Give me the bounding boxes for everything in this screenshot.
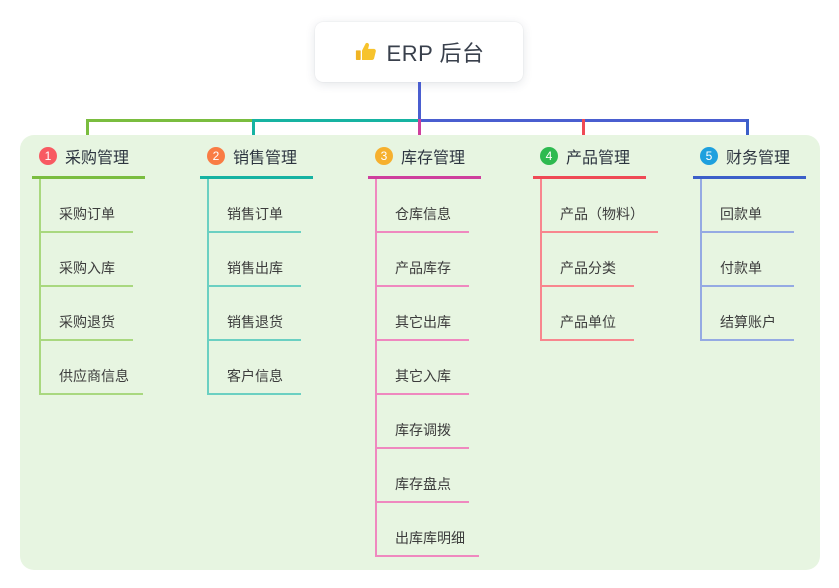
- connector-bus-teal: [253, 119, 421, 122]
- branch-header[interactable]: 1 采购管理: [32, 143, 145, 179]
- branch-header[interactable]: 2 销售管理: [200, 143, 313, 179]
- branch-5: 5 财务管理回款单付款单结算账户: [693, 143, 839, 341]
- connector-root-stem: [418, 82, 421, 120]
- branch-label: 财务管理: [726, 150, 791, 167]
- branch-child-item[interactable]: 销售退货: [209, 287, 301, 341]
- branch-child-item[interactable]: 销售出库: [209, 233, 301, 287]
- branch-label: 库存管理: [401, 150, 466, 167]
- connector-drop-sales: [252, 119, 255, 146]
- branch-header[interactable]: 3 库存管理: [368, 143, 481, 179]
- branch-children: 回款单付款单结算账户: [700, 179, 839, 341]
- branch-label: 产品管理: [566, 150, 631, 167]
- branch-child-item[interactable]: 付款单: [702, 233, 794, 287]
- branch-2: 2 销售管理销售订单销售出库销售退货客户信息: [200, 143, 360, 395]
- branch-children: 仓库信息产品库存其它出库其它入库库存调拨库存盘点出库库明细: [375, 179, 528, 557]
- branch-4: 4 产品管理产品（物料）产品分类产品单位: [533, 143, 693, 341]
- branch-number-badge: 4: [540, 147, 558, 165]
- branch-child-item[interactable]: 库存盘点: [377, 449, 469, 503]
- branch-header[interactable]: 5 财务管理: [693, 143, 806, 179]
- branch-child-item[interactable]: 采购退货: [41, 287, 133, 341]
- branch-number-badge: 3: [375, 147, 393, 165]
- branch-child-item[interactable]: 产品库存: [377, 233, 469, 287]
- connector-bus-green: [86, 119, 255, 122]
- branch-child-item[interactable]: 采购入库: [41, 233, 133, 287]
- connector-drop-product: [582, 119, 585, 146]
- branch-child-item[interactable]: 客户信息: [209, 341, 301, 395]
- branch-children: 采购订单采购入库采购退货供应商信息: [39, 179, 192, 395]
- branch-label: 采购管理: [65, 150, 130, 167]
- branch-3: 3 库存管理仓库信息产品库存其它出库其它入库库存调拨库存盘点出库库明细: [368, 143, 528, 557]
- branch-child-item[interactable]: 产品分类: [542, 233, 634, 287]
- branch-child-item[interactable]: 供应商信息: [41, 341, 143, 395]
- thumbs-up-icon: [354, 40, 378, 64]
- branch-label: 销售管理: [233, 150, 298, 167]
- branch-number-badge: 2: [207, 147, 225, 165]
- branch-number-badge: 1: [39, 147, 57, 165]
- connector-drop-purchase: [86, 119, 89, 146]
- branch-children: 销售订单销售出库销售退货客户信息: [207, 179, 360, 395]
- branch-child-item[interactable]: 产品（物料）: [542, 179, 658, 233]
- branch-child-item[interactable]: 采购订单: [41, 179, 133, 233]
- branch-number-badge: 5: [700, 147, 718, 165]
- branch-1: 1 采购管理采购订单采购入库采购退货供应商信息: [32, 143, 192, 395]
- branch-children: 产品（物料）产品分类产品单位: [540, 179, 693, 341]
- branch-child-item[interactable]: 其它出库: [377, 287, 469, 341]
- root-node[interactable]: ERP 后台: [315, 22, 523, 82]
- connector-drop-inventory: [418, 119, 421, 146]
- branch-child-item[interactable]: 其它入库: [377, 341, 469, 395]
- branch-child-item[interactable]: 回款单: [702, 179, 794, 233]
- branch-header[interactable]: 4 产品管理: [533, 143, 646, 179]
- branch-child-item[interactable]: 销售订单: [209, 179, 301, 233]
- branch-child-item[interactable]: 产品单位: [542, 287, 634, 341]
- connector-drop-finance: [746, 119, 749, 146]
- branch-child-item[interactable]: 出库库明细: [377, 503, 479, 557]
- branch-child-item[interactable]: 结算账户: [702, 287, 794, 341]
- root-title: ERP 后台: [386, 41, 485, 66]
- branch-child-item[interactable]: 仓库信息: [377, 179, 469, 233]
- mindmap-panel: 1 采购管理采购订单采购入库采购退货供应商信息 2 销售管理销售订单销售出库销售退货客…: [20, 135, 820, 570]
- branch-child-item[interactable]: 库存调拨: [377, 395, 469, 449]
